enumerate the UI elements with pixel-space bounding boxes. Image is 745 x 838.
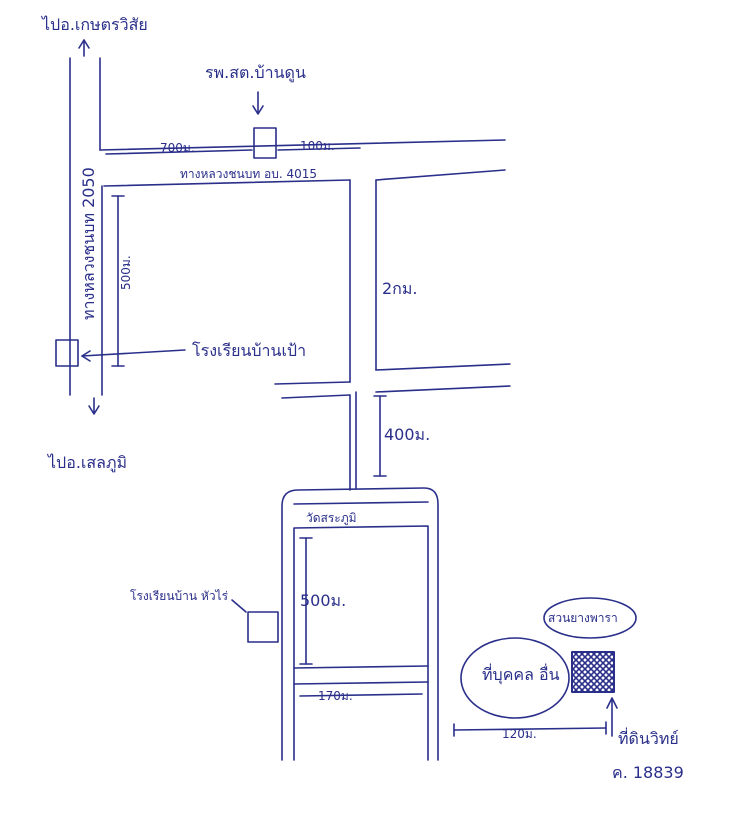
crossroad-bottom-left [281, 394, 351, 399]
road-4015-top-edge [99, 139, 506, 151]
arrow-south [88, 397, 100, 415]
label-dist-500m-lower: 500ม. [300, 591, 346, 610]
label-dist-100m: 100ม. [300, 139, 335, 153]
rubber-plantation-ellipse [543, 597, 637, 639]
label-person-name: ที่บุคคล อื่น [482, 663, 560, 685]
road-4015-bottom-edge-left [103, 179, 351, 187]
label-school-left: โรงเรียนบ้านเป้า [192, 341, 306, 360]
label-dist-700m: 700ม. [160, 141, 195, 155]
label-dist-400m: 400ม. [384, 425, 430, 444]
arrow-owner-head [606, 697, 618, 709]
label-road-4015: ทางหลวงชนบท อบ. 4015 [180, 167, 317, 181]
label-dist-120m: 120ม. [502, 727, 537, 741]
school-left-building [55, 339, 79, 367]
label-dist-170m: 170ม. [318, 689, 353, 703]
crossroad-top-left [274, 381, 351, 385]
label-rubber-plantation: สวนยางพารา [548, 611, 618, 625]
label-school-lower: โรงเรียนบ้าน หัวไร่ [130, 589, 229, 603]
temple-road-outer [281, 487, 439, 761]
inner-crossroad-bottom [293, 681, 429, 685]
label-to-selaphum: ไปอ.เสลภูมิ [46, 453, 127, 473]
arrow-school-left-head [81, 350, 91, 362]
temple-road-inner [293, 525, 429, 761]
arrow-north-head [78, 39, 90, 49]
label-dist-500m-left: 500ม. [119, 255, 133, 290]
label-land-owner: ที่ดินวิทย์ [618, 727, 679, 748]
arrow-health-center-head [252, 105, 264, 115]
crossroad-bottom-right [375, 385, 511, 393]
label-temple: วัดสระภูมิ [306, 511, 357, 526]
school-lower-building [247, 611, 279, 643]
label-to-kaset-wisai: ไปอ.เกษตรวิสัย [40, 15, 148, 34]
target-plot [571, 651, 615, 693]
arrow-school-left [81, 349, 186, 357]
dim-170m-line [299, 693, 423, 697]
road-4015-bottom-edge-right [375, 169, 506, 181]
inner-crossroad-top [293, 665, 429, 669]
crossroad-top-right [375, 363, 511, 371]
label-dist-2km: 2กม. [382, 279, 418, 298]
person-land [460, 637, 570, 719]
temple-road-inner-top [293, 501, 429, 505]
label-deed-number: ค. 18839 [612, 763, 684, 782]
label-health-center: รพ.สต.บ้านดูน [205, 63, 306, 83]
label-highway-2050: ทางหลวงชนบท 2050 [79, 167, 98, 320]
arrow-school-lower [231, 599, 247, 613]
dim-120m-line [453, 727, 607, 731]
health-center-building [253, 127, 277, 159]
dim-700m-line [105, 149, 253, 155]
dim-100m-line [277, 147, 361, 151]
